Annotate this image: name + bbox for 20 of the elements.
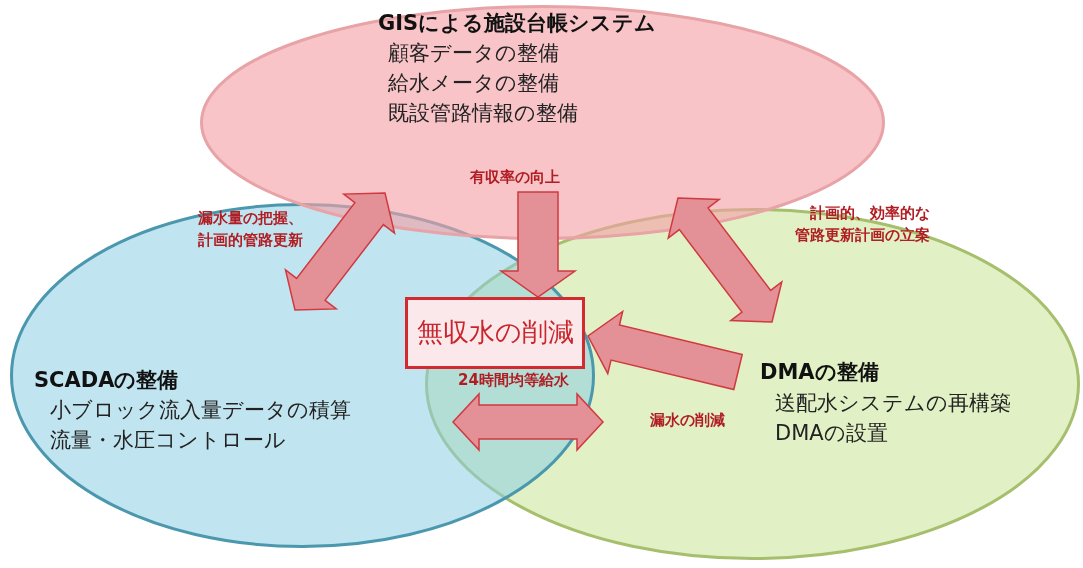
list-item: 小ブロック流入量データの積算 [50,398,351,424]
list-item: 既設管路情報の整備 [388,101,578,127]
double-arrow [451,392,605,452]
list-item: DMAの設置 [775,421,888,447]
double-arrow [284,192,396,311]
edge-label: 有収率の向上 [470,167,560,188]
list-item: 送配水システムの再構築 [775,391,1011,417]
heading: GISによる施設台帳システム [378,11,657,37]
list-item: 顧客データの整備 [388,41,559,67]
heading: SCADAの整備 [34,368,179,394]
double-arrow [666,197,784,323]
edge-label: 24時間均等給水 [458,370,569,391]
list-item: 給水メータの整備 [388,71,559,97]
edge-label: 漏水の削減 [650,410,725,431]
heading: DMAの整備 [760,360,879,386]
edge-label: 漏水量の把握、計画的管路更新 [198,208,304,251]
block-arrow [587,309,744,391]
center-title: 無収水の削減 [416,317,574,349]
list-item: 流量・水圧コントロール [50,428,286,454]
block-arrow [498,191,578,298]
